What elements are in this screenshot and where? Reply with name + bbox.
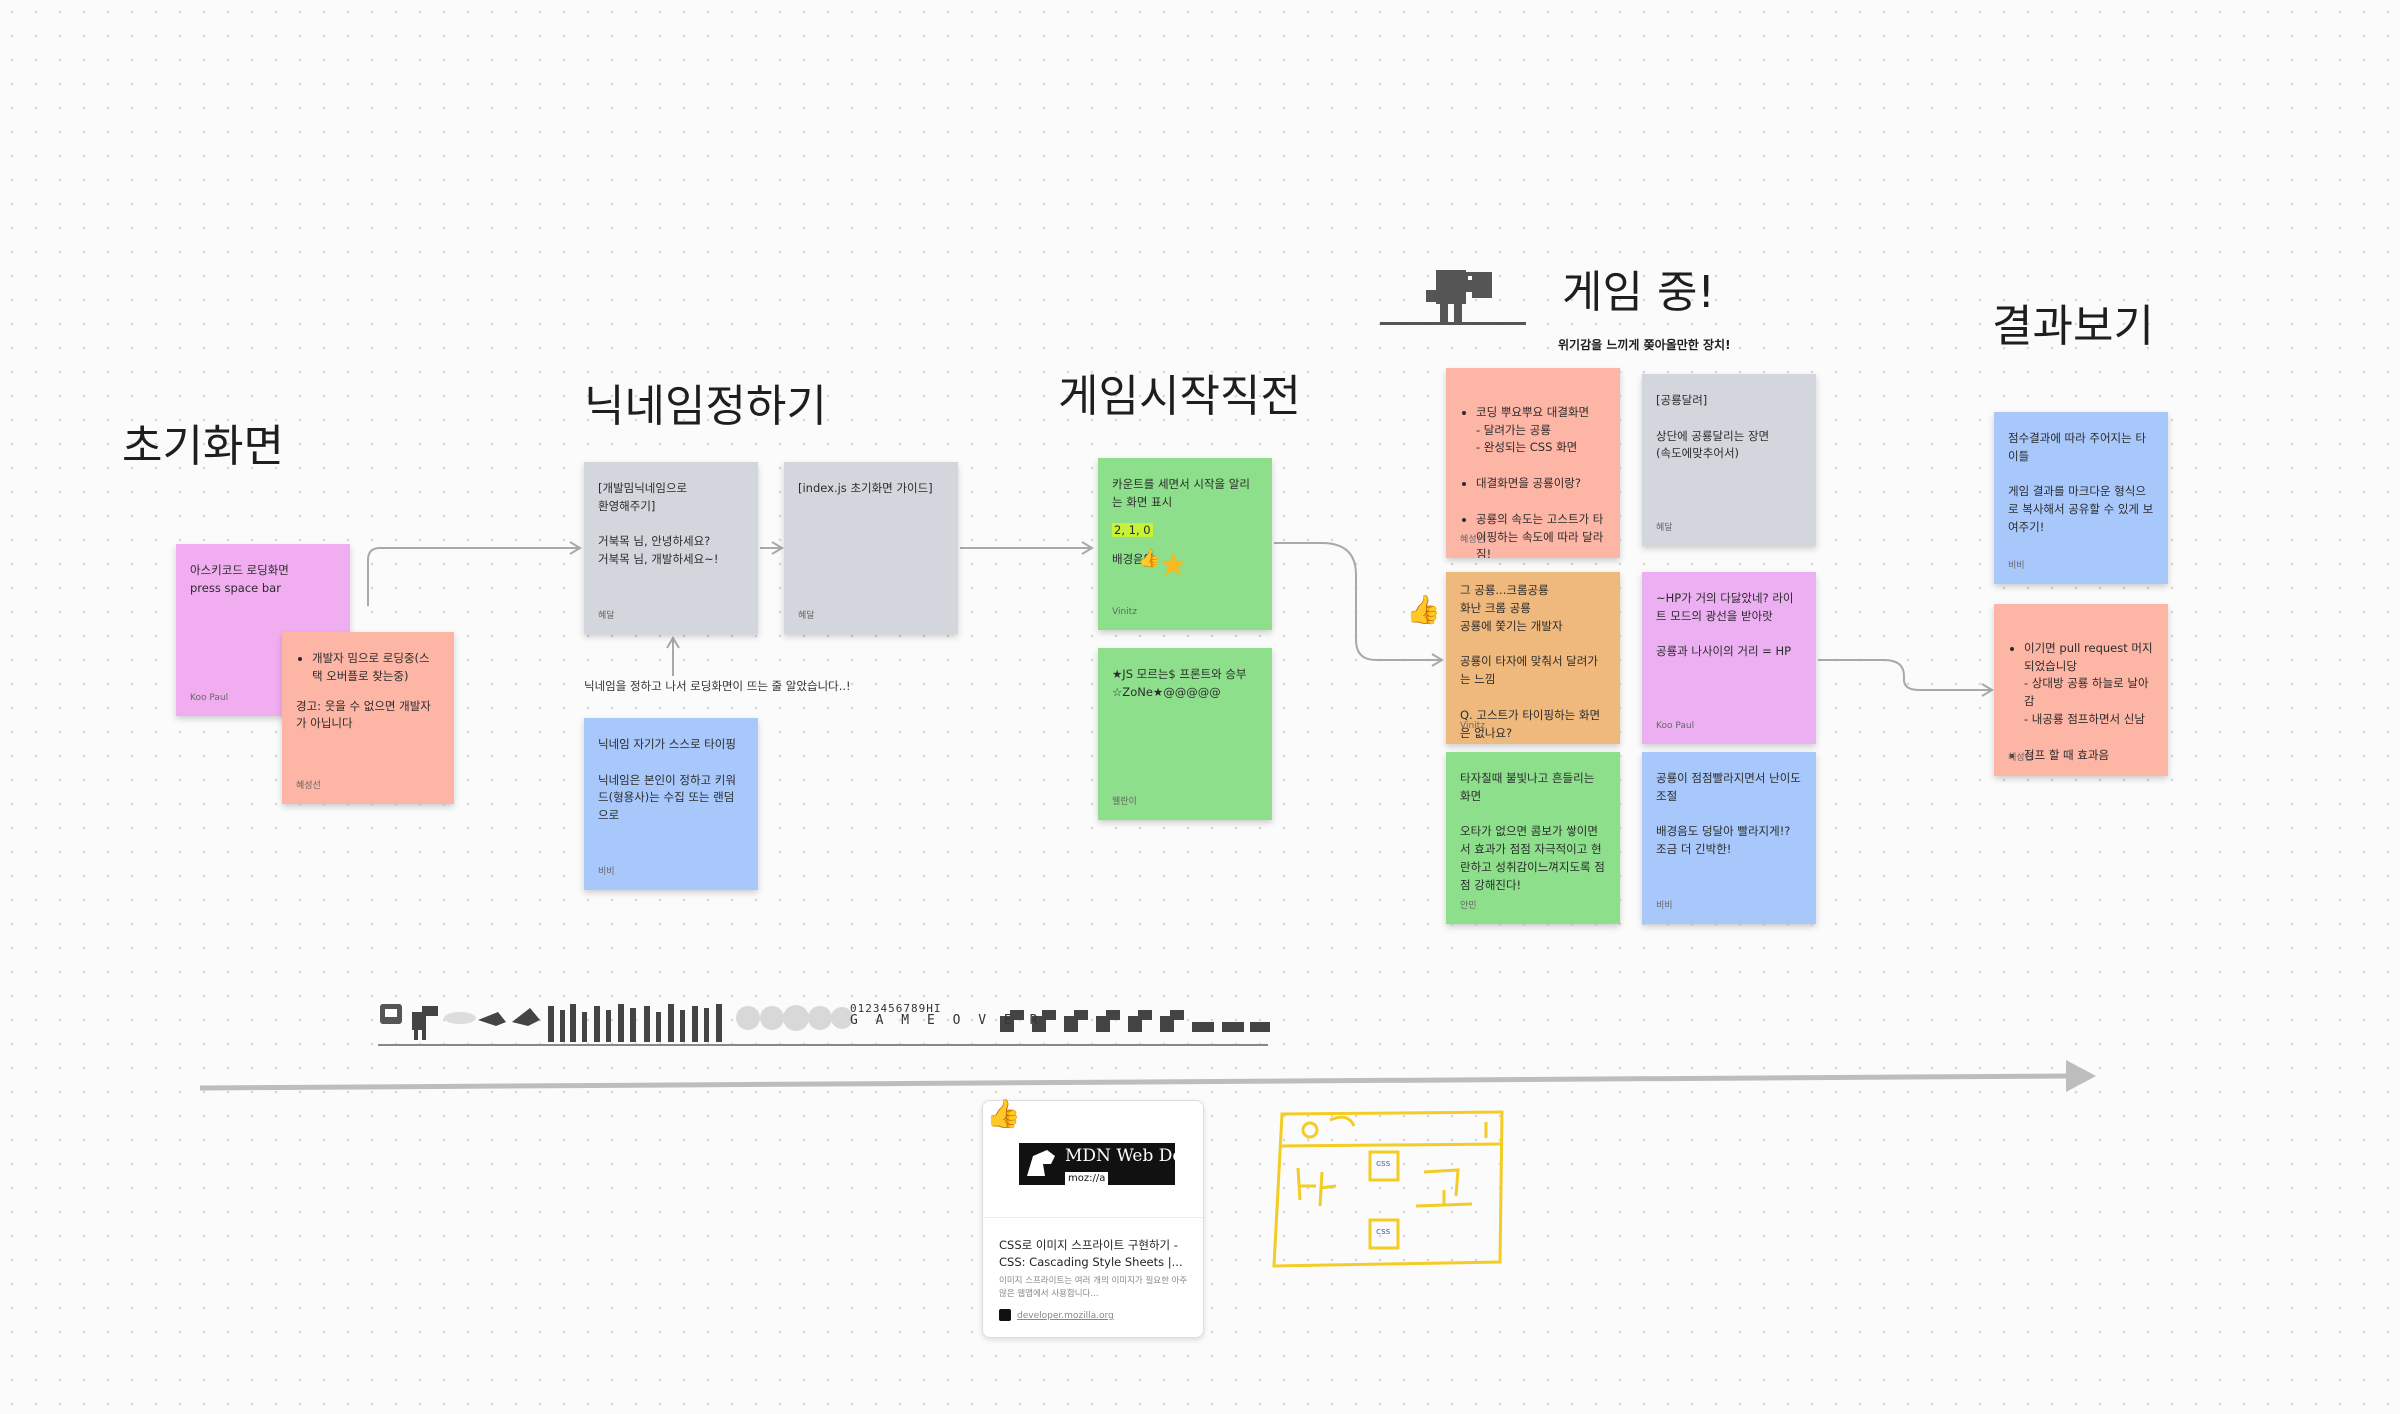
sticky-note-game-6[interactable]: 공룡이 점점빨라지면서 난이도 조절 배경음도 덩달아 빨라지게!? 조금 더 … <box>1642 752 1816 924</box>
mdn-favicon-icon <box>999 1309 1011 1321</box>
note-author: 혜성선 <box>1460 535 1485 546</box>
mdn-logo: MDN Web Docs moz://a <box>1019 1143 1201 1185</box>
sticky-note-game-3[interactable]: 그 공룡...크롬공룡 화난 크롬 공룡 공룡에 쫓기는 개발자 공룡이 타자에… <box>1446 572 1620 744</box>
note-author: 비비 <box>598 867 615 878</box>
link-card-title: CSS로 이미지 스프라이트 구현하기 - CSS: Cascading Sty… <box>999 1238 1183 1269</box>
note-author: 혜달 <box>1656 523 1673 534</box>
dino-icon <box>1027 1150 1055 1176</box>
note-author: 비비 <box>2008 561 2025 572</box>
sprite-strip <box>378 1004 1270 1046</box>
note-author: Koo Paul <box>1656 721 1695 732</box>
note-author: 혜성선 <box>2008 753 2033 764</box>
star-icon: ★ <box>1158 545 1189 585</box>
sticky-note-start-1[interactable]: 카운트를 세면서 시작을 알리는 화면 표시 2, 1, 0 배경음악 Vini… <box>1098 458 1272 630</box>
sketch-drawing <box>1272 1110 1504 1268</box>
note-author: 안민 <box>1460 901 1477 912</box>
note-author: 비비 <box>1656 901 1673 912</box>
sticky-note-initial-2[interactable]: 개발자 밈으로 로딩중(스택 오버플로 찾는중) 경고: 웃을 수 없으면 개발… <box>282 632 454 804</box>
thumbs-up-icon: 👍 <box>986 1097 1021 1130</box>
heading-before-start: 게임시작직전 <box>1058 371 1301 422</box>
sticky-note-game-5[interactable]: 타자칠때 불빛나고 흔들리는 화면 오타가 없으면 콤보가 쌓이면서 효과가 점… <box>1446 752 1620 924</box>
heading-result: 결과보기 <box>1992 301 2154 352</box>
note-author: 웰란이 <box>1112 797 1137 808</box>
link-card-domain[interactable]: developer.mozilla.org <box>1017 1311 1114 1321</box>
sticky-note-nickname-2[interactable]: [index.js 초기화면 가이드] 혜달 <box>784 462 958 634</box>
note-author: Vinitz <box>1112 607 1137 618</box>
heading-in-game: 게임 중! <box>1562 267 1716 318</box>
countdown-highlight: 2, 1, 0 <box>1112 522 1153 537</box>
link-card-description: 이미지 스프라이트는 여러 개의 이미지가 필요한 아주 많은 웹앱에서 사용합… <box>999 1276 1188 1299</box>
sticky-note-game-1[interactable]: 코딩 뿌요뿌요 대결화면 - 달려가는 공룡 - 완성되는 CSS 화면 대결화… <box>1446 368 1620 558</box>
heading-nickname: 닉네임정하기 <box>584 381 827 432</box>
note-author: Vinitz <box>1460 721 1485 732</box>
timeline-arrow <box>199 1060 2096 1092</box>
sticky-note-game-4[interactable]: ~HP가 거의 다닳았네? 라이트 모드의 광선을 받아랏 공룡과 나사이의 거… <box>1642 572 1816 744</box>
mdn-link-card[interactable]: MDN Web Docs moz://a CSS로 이미지 스프라이트 구현하기… <box>982 1100 1204 1338</box>
thumbs-up-icon: 👍 <box>1406 593 1441 626</box>
sticky-note-nickname-1[interactable]: [개발밈닉네임으로 환영해주기] 거북목 님, 안녕하세요? 거북목 님, 개발… <box>584 462 758 634</box>
sprite-game-over: G A M E O V E R <box>850 1013 1043 1028</box>
note-author: Koo Paul <box>190 693 229 704</box>
note-author: 혜달 <box>598 611 615 622</box>
note-author: 혜달 <box>798 611 815 622</box>
connector-arrowhead <box>569 541 582 555</box>
heading-in-game-subtitle: 위기감을 느끼게 쫒아올만한 장치! <box>1558 338 1731 352</box>
sketch-css-badge-2: css <box>1376 1227 1391 1237</box>
sticky-note-result-2[interactable]: 이기면 pull request 머지되었습니당 - 상대방 공룡 하늘로 날아… <box>1994 604 2168 776</box>
note-author: 혜성선 <box>296 781 321 792</box>
nickname-loading-caption: 닉네임을 정하고 나서 로딩화면이 뜨는 줄 알았습니다..! <box>584 679 851 693</box>
sketch-css-badge-1: css <box>1376 1159 1391 1169</box>
sticky-note-result-1[interactable]: 점수결과에 따라 주어지는 타이틀 게임 결과를 마크다운 형식으로 복사해서 … <box>1994 412 2168 584</box>
sprite-score-digits: 0123456789HI <box>850 1002 942 1015</box>
heading-initial: 초기화면 <box>122 421 284 472</box>
sticky-note-nickname-3[interactable]: 닉네임 자기가 스스로 타이핑 닉네임은 본인이 정하고 키워드(형용사)는 수… <box>584 718 758 890</box>
sticky-note-game-2[interactable]: [공룡달려] 상단에 공룡달리는 장면 (속도에맞추어서) 혜달 <box>1642 374 1816 546</box>
link-card-thumbnail: MDN Web Docs moz://a <box>983 1101 1203 1218</box>
dino-icon-header <box>1380 270 1526 325</box>
sticky-note-start-2[interactable]: ★JS 모르는$ 프론트와 승부☆ZoNe★@@@@@ 웰란이 <box>1098 648 1272 820</box>
thumbs-up-icon: 👍 <box>1138 548 1161 569</box>
connector-initial-nickname <box>367 547 578 606</box>
